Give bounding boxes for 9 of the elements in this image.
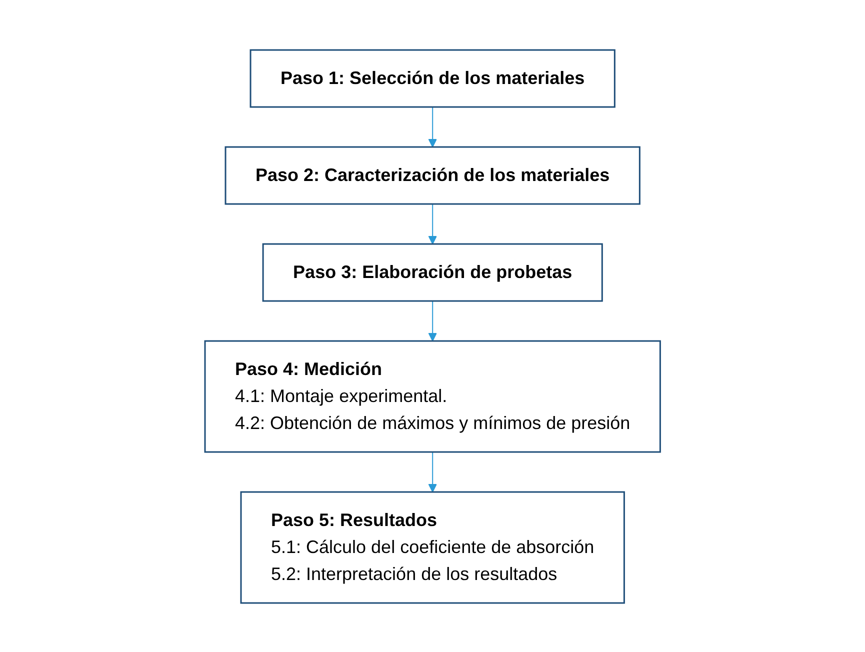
arrow — [428, 300, 437, 341]
node-box: Paso 3: Elaboración de probetas — [262, 242, 603, 302]
arrow — [428, 451, 437, 492]
arrow — [428, 203, 437, 244]
arrow — [428, 106, 437, 147]
node-box: Paso 1: Selección de los materiales — [250, 48, 616, 108]
node-box: Paso 5: Resultados 5.1: Cálculo del coeficiente de absorción 5.2: Interpretación de los resultados — [240, 490, 625, 604]
node-box: Paso 2: Caracterización de los materiales — [224, 146, 640, 204]
node-box: Paso 4: Medición 4.1: Montaje experimental. 4.2: Obtención de máximos y mínimos de presión — [204, 340, 661, 452]
